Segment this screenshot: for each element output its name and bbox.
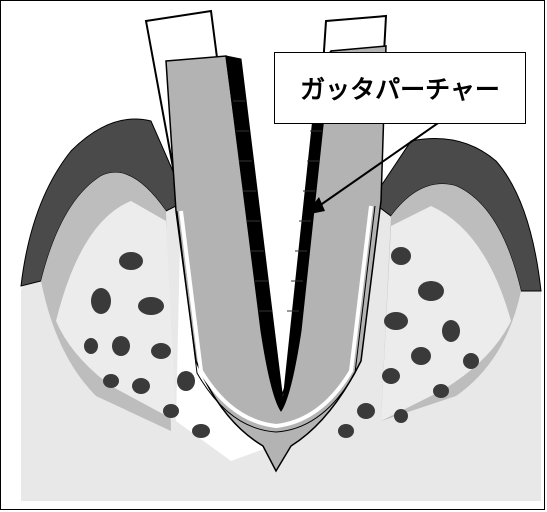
label-box: ガッタパーチャー [274, 52, 526, 124]
gutta-percha-label: ガッタパーチャー [300, 70, 500, 106]
